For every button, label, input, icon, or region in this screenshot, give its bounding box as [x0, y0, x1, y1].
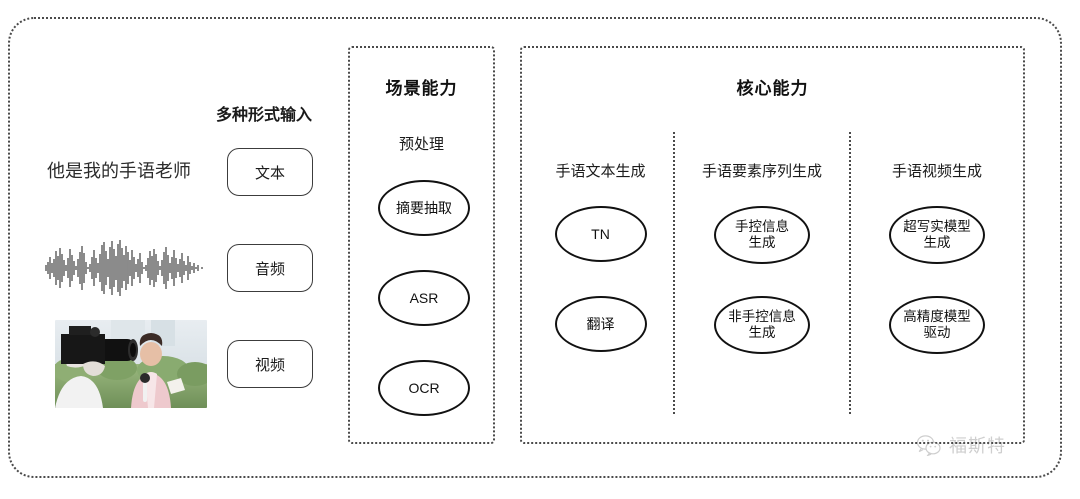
waveform-svg [45, 240, 203, 296]
core-column-sign-text-generation: 手语文本生成 TN 翻译 [528, 132, 673, 432]
core-column-3-label: 手语视频生成 [891, 163, 982, 180]
scene-panel-subtitle: 预处理 [398, 136, 444, 153]
scene-capability-panel: 场景能力 预处理 摘要抽取 ASR OCR [348, 46, 495, 444]
core-column-2-label: 手语要素序列生成 [701, 163, 822, 180]
modality-chip-video[interactable]: 视频 [227, 340, 313, 388]
core-node-manual-info-generation[interactable]: 手控信息 生成 [714, 206, 810, 264]
outer-frame [8, 17, 1062, 478]
core-node-photorealistic-model-generation-line2: 生成 [923, 235, 951, 250]
core-node-manual-info-generation-line1: 手控信息 [735, 219, 789, 235]
modality-chip-video-label: 视频 [254, 356, 285, 374]
scene-node-ocr-label: OCR [408, 379, 440, 396]
core-column-divider-2 [849, 132, 851, 414]
core-node-high-precision-model-driving-line1: 高精度模型 [903, 309, 971, 325]
watermark-label: 福斯特 [949, 436, 1006, 456]
core-node-non-manual-info-generation-line1: 非手控信息 [728, 309, 796, 325]
core-panel-title: 核心能力 [736, 79, 809, 98]
wechat-icon-svg [916, 435, 941, 456]
sample-text-sentence: 他是我的手语老师 [47, 161, 191, 181]
scene-node-summary-label: 摘要抽取 [396, 199, 452, 216]
core-node-high-precision-model-driving[interactable]: 高精度模型 驱动 [889, 296, 985, 354]
core-node-high-precision-model-driving-line2: 驱动 [923, 325, 951, 340]
wechat-icon [916, 434, 942, 456]
core-node-translation[interactable]: 翻译 [554, 296, 647, 352]
modality-chip-audio-label: 音频 [254, 260, 285, 278]
watermark: 福斯特 [916, 432, 1006, 458]
scene-panel-title: 场景能力 [385, 79, 458, 98]
modality-chip-text[interactable]: 文本 [227, 148, 313, 196]
core-node-non-manual-info-generation[interactable]: 非手控信息 生成 [714, 296, 810, 354]
core-column-sign-video-generation: 手语视频生成 超写实模型 生成 高精度模型 驱动 [851, 132, 1023, 432]
scene-node-asr[interactable]: ASR [378, 270, 470, 326]
core-node-tn[interactable]: TN [554, 206, 647, 262]
core-node-non-manual-info-generation-line2: 生成 [748, 325, 776, 340]
video-thumbnail-icon [55, 320, 207, 408]
core-node-photorealistic-model-generation-line1: 超写实模型 [903, 219, 971, 235]
modality-chip-text-label: 文本 [254, 164, 285, 182]
core-node-translation-label: 翻译 [586, 315, 615, 332]
video-thumbnail-svg [55, 320, 207, 408]
core-node-tn-label: TN [591, 225, 610, 242]
core-node-manual-info-generation-line2: 生成 [748, 235, 776, 250]
core-node-photorealistic-model-generation[interactable]: 超写实模型 生成 [889, 206, 985, 264]
scene-node-asr-label: ASR [409, 289, 439, 306]
scene-node-ocr[interactable]: OCR [378, 360, 470, 416]
core-column-sign-element-sequence-generation: 手语要素序列生成 手控信息 生成 非手控信息 生成 [675, 132, 849, 432]
input-section-heading: 多种形式输入 [216, 107, 313, 124]
scene-node-summary[interactable]: 摘要抽取 [378, 180, 470, 236]
modality-chip-audio[interactable]: 音频 [227, 244, 313, 292]
core-column-1-label: 手语文本生成 [555, 163, 646, 180]
core-column-divider-1 [673, 132, 675, 414]
waveform-icon [42, 238, 208, 298]
core-capability-panel: 核心能力 手语文本生成 TN 翻译 手语要素序列生成 手控信息 生成 [520, 46, 1025, 444]
